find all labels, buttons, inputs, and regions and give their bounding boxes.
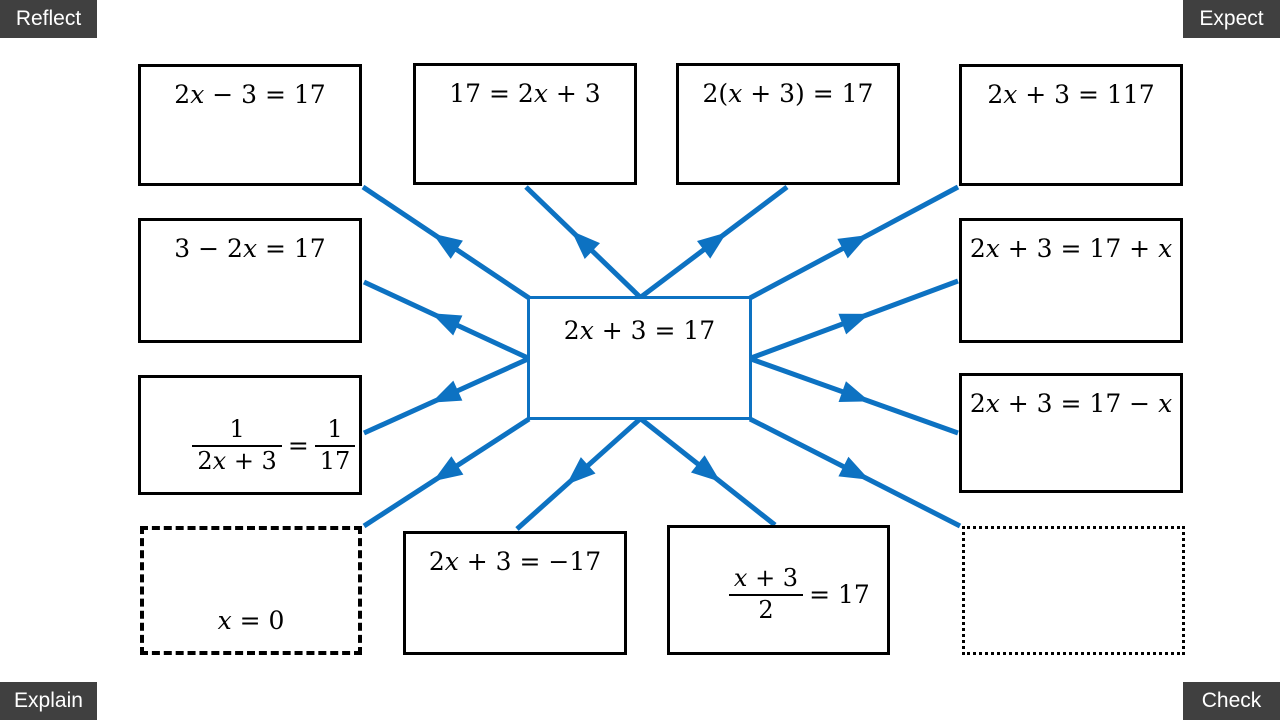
equation-text: 2x + 3 = 17 + x xyxy=(969,234,1173,263)
equation-card-2x-plus-3-equals-117[interactable]: 2x + 3 = 117 xyxy=(959,64,1183,186)
equation-text: 2x − 3 = 17 xyxy=(174,80,326,109)
equation-card-17-equals-2x-plus-3[interactable]: 17 = 2x + 3 xyxy=(413,63,637,185)
equation-card-x-equals-0-dashed[interactable]: x = 0 xyxy=(140,526,362,655)
expect-button[interactable]: Expect xyxy=(1183,0,1280,38)
equation-card-2x-minus-3[interactable]: 2x − 3 = 17 xyxy=(138,64,362,186)
equation-card-17-plus-x[interactable]: 2x + 3 = 17 + x xyxy=(959,218,1183,343)
equation-card-3-minus-2x[interactable]: 3 − 2x = 17 xyxy=(138,218,362,343)
equation-card-negative-17[interactable]: 2x + 3 = −17 xyxy=(403,531,627,655)
equation-card-17-minus-x[interactable]: 2x + 3 = 17 − x xyxy=(959,373,1183,493)
equation-card-empty-dotted[interactable] xyxy=(962,526,1185,655)
explain-button-label: Explain xyxy=(14,689,83,712)
explain-button[interactable]: Explain xyxy=(0,682,97,720)
equation-text: 2x + 3 = −17 xyxy=(428,547,602,576)
equation-card-2-times-x-plus-3[interactable]: 2(x + 3) = 17 xyxy=(676,63,900,185)
equation-text: 17 = 2x + 3 xyxy=(449,79,601,108)
center-equation-box: 2x + 3 = 17 xyxy=(527,296,752,420)
equation-text: x = 0 xyxy=(217,606,285,635)
equation-text: 2x + 3 = 17 xyxy=(563,316,716,345)
check-button-label: Check xyxy=(1201,689,1262,712)
equation-text: 2x + 3 = 17 − x xyxy=(969,389,1173,418)
reflect-button[interactable]: Reflect xyxy=(0,0,97,38)
equation-text: 2x + 3 = 117 xyxy=(987,80,1155,109)
expect-button-label: Expect xyxy=(1199,7,1264,30)
check-button[interactable]: Check xyxy=(1183,682,1280,720)
equation-text: 3 − 2x = 17 xyxy=(174,234,326,263)
reflect-button-label: Reflect xyxy=(15,7,82,30)
equation-text: 2(x + 3) = 17 xyxy=(702,79,874,108)
